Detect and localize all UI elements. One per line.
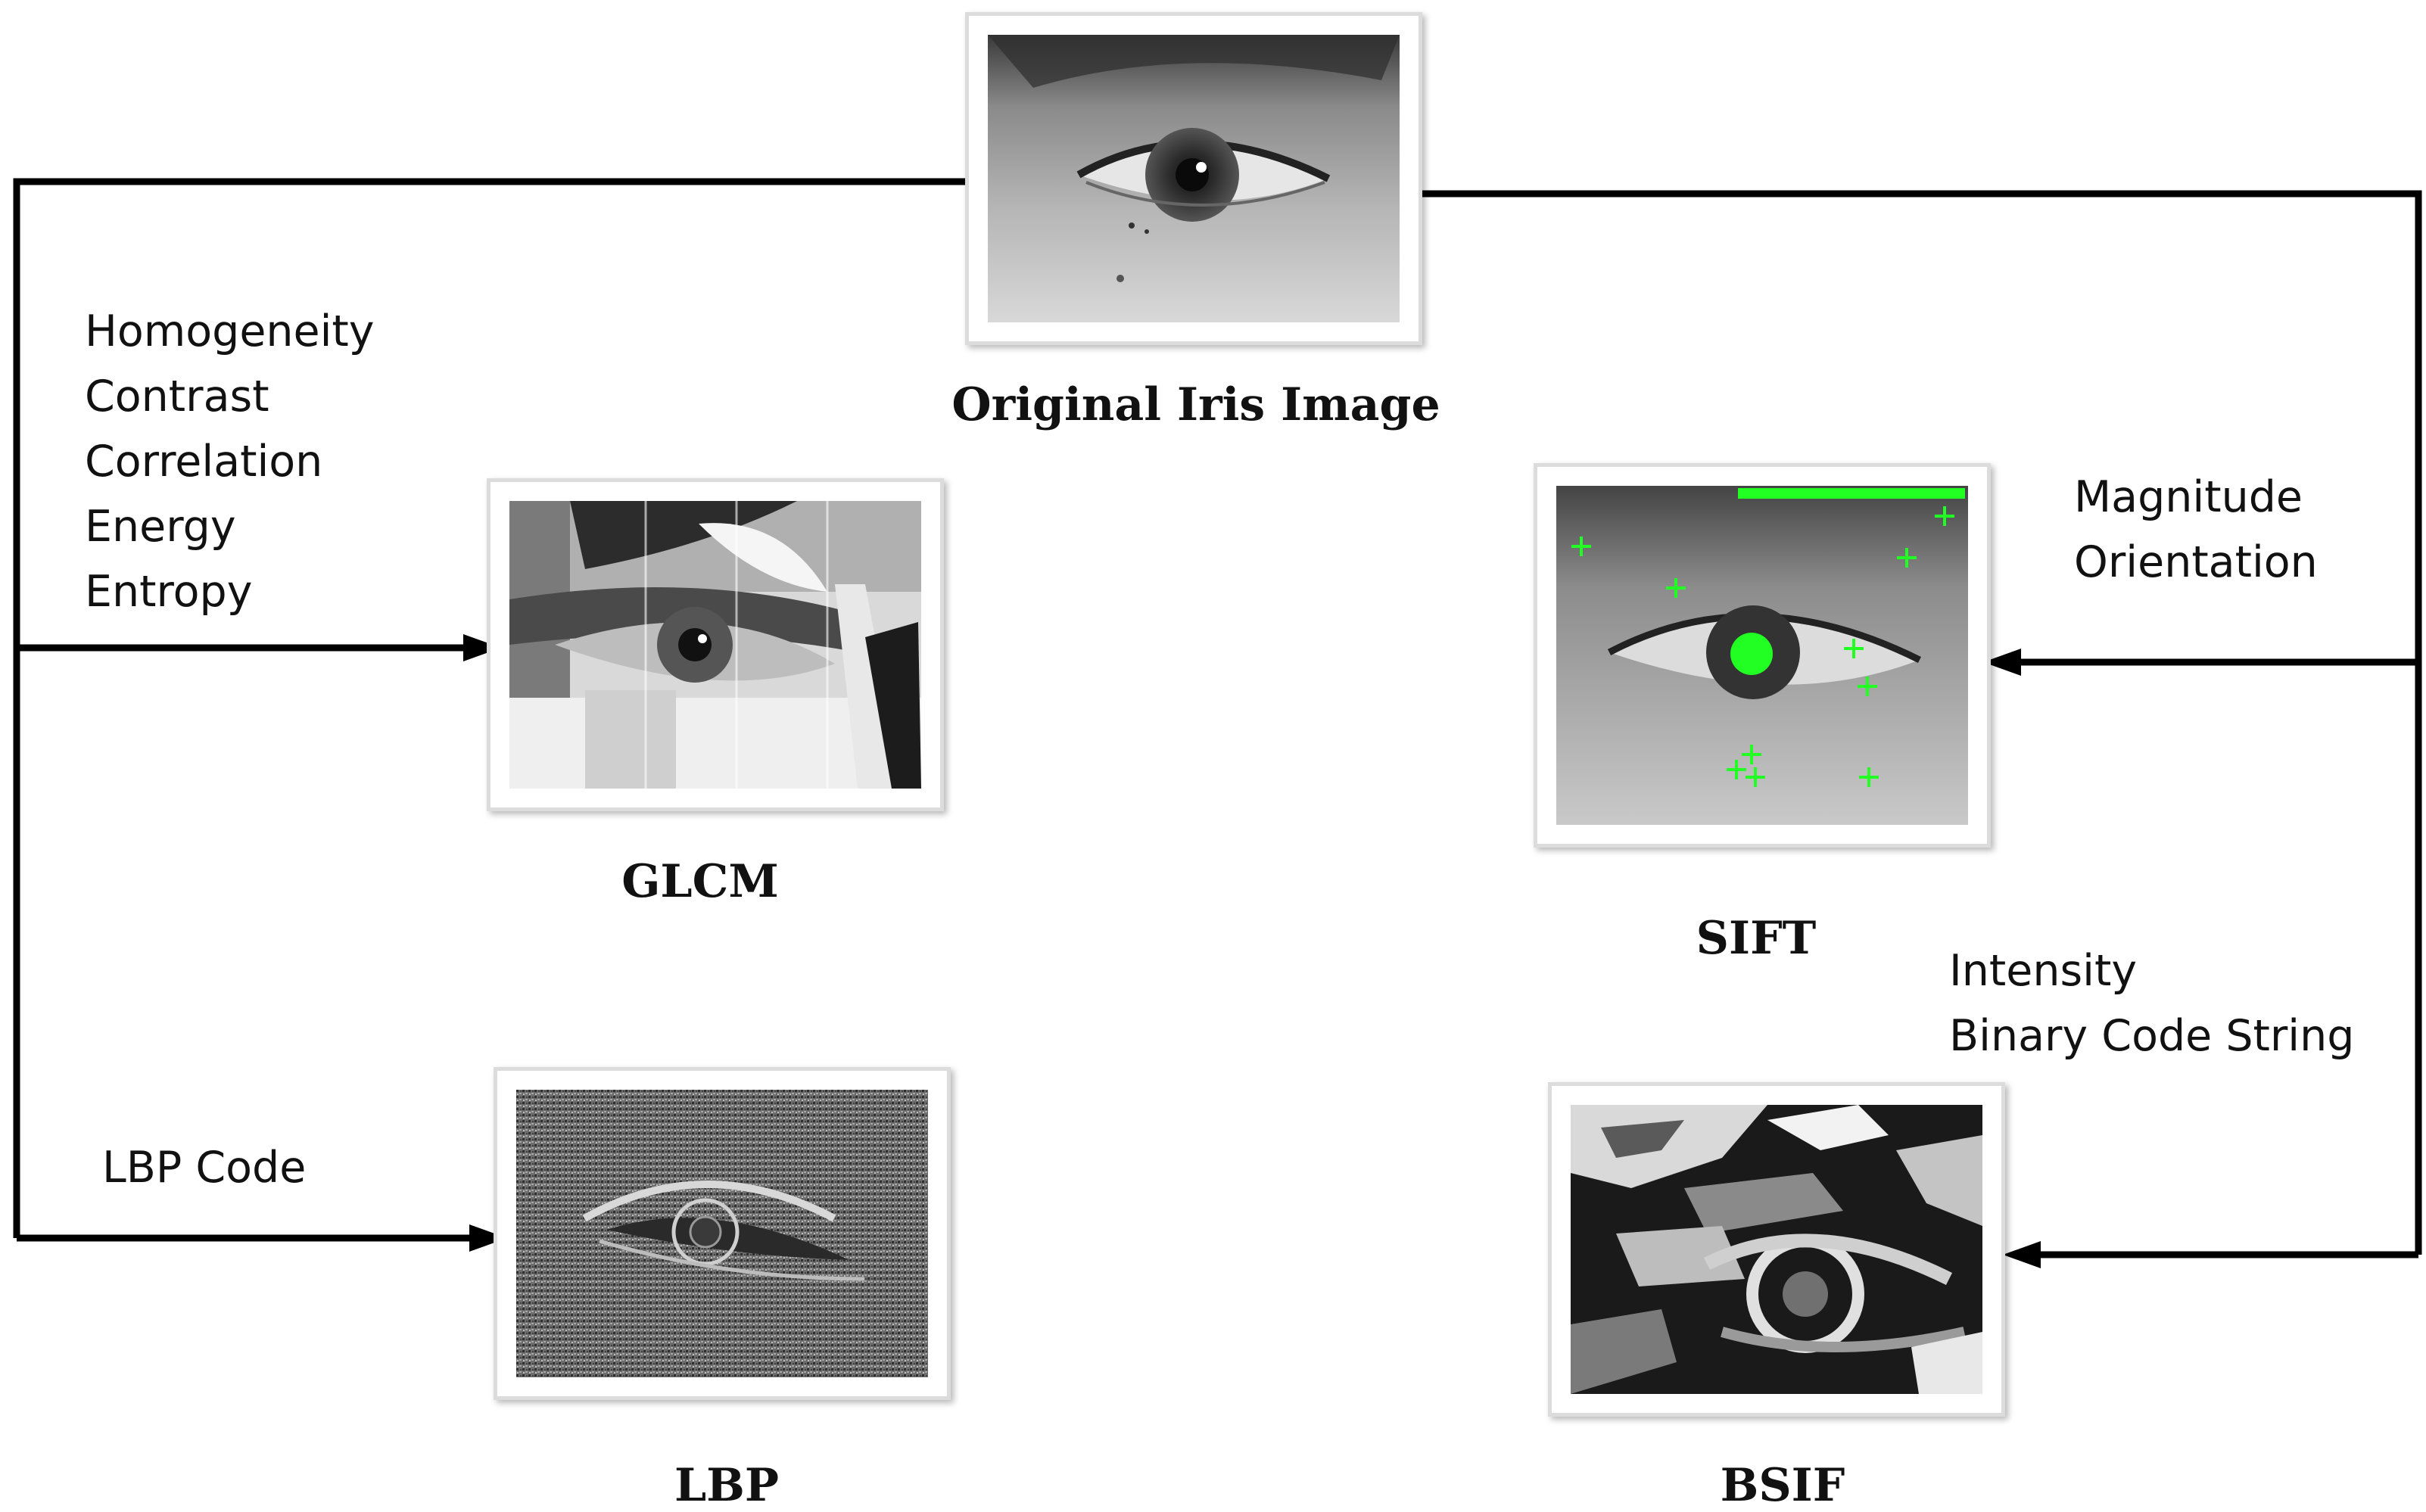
glcm-feature-list: Homogeneity Contrast Correlation Energy … <box>85 299 375 624</box>
bsif-image <box>1571 1105 1982 1394</box>
feature-correlation: Correlation <box>85 437 323 487</box>
arrowhead-lbp <box>469 1224 507 1252</box>
feature-contrast: Contrast <box>85 372 269 422</box>
original-iris-image <box>988 35 1400 322</box>
glcm-panel <box>487 478 944 811</box>
feature-orientation: Orientation <box>2074 537 2318 587</box>
bsif-feature-list: Intensity Binary Code String <box>1949 938 2354 1069</box>
arrowhead-bsif <box>2003 1241 2041 1268</box>
sift-feature-list: Magnitude Orientation <box>2074 465 2318 595</box>
right-trunk-line <box>1414 190 2422 1255</box>
sift-keypoints <box>1571 506 1954 787</box>
bsif-panel <box>1548 1082 2005 1417</box>
feature-magnitude: Magnitude <box>2074 472 2303 522</box>
feature-entropy: Entropy <box>85 567 253 617</box>
feature-intensity: Intensity <box>1949 946 2138 996</box>
glcm-image <box>509 501 921 789</box>
arrowhead-sift <box>1983 649 2021 676</box>
bsif-caption: BSIF <box>1720 1459 1845 1512</box>
sift-image <box>1556 486 1968 825</box>
sift-keypoint-cluster-iris <box>1730 633 1773 675</box>
left-trunk-line <box>13 178 976 1238</box>
lbp-image <box>516 1090 928 1377</box>
feature-homogeneity: Homogeneity <box>85 306 375 356</box>
glcm-caption: GLCM <box>621 855 779 908</box>
feature-lbp-code: LBP Code <box>102 1143 307 1193</box>
arrowhead-glcm <box>463 634 501 661</box>
lbp-panel <box>494 1067 951 1400</box>
lbp-feature-list: LBP Code <box>102 1135 306 1200</box>
sift-caption: SIFT <box>1696 912 1817 965</box>
original-iris-panel <box>965 12 1422 345</box>
feature-binary-code-string: Binary Code String <box>1949 1011 2355 1061</box>
feature-energy: Energy <box>85 502 236 552</box>
lbp-caption: LBP <box>674 1459 780 1512</box>
sift-panel <box>1534 463 1991 848</box>
original-iris-caption: Original Iris Image <box>951 378 1440 431</box>
